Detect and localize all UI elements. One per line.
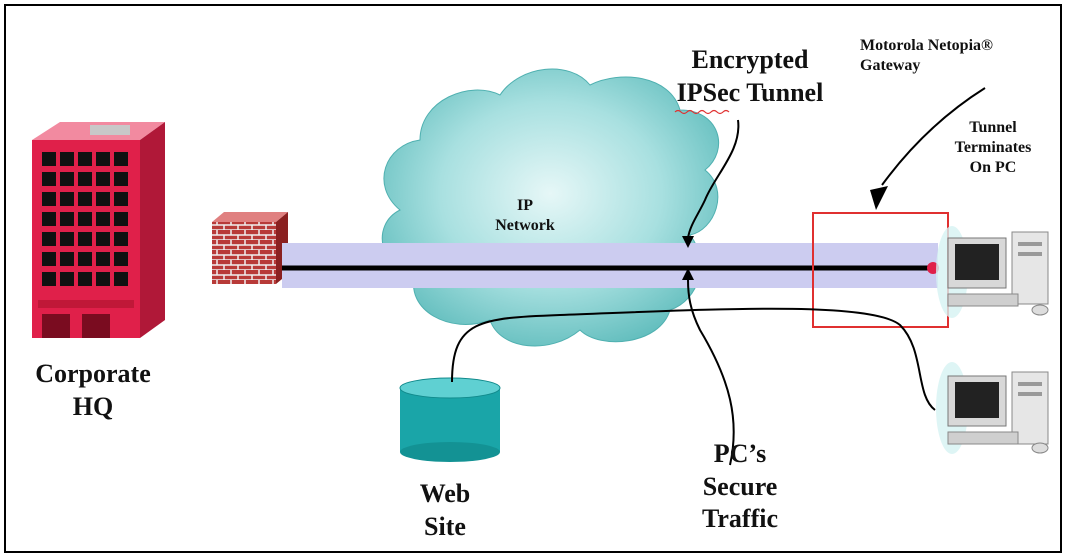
corporate-building-icon <box>32 122 165 338</box>
firewall-icon <box>212 212 288 284</box>
web-site-label: Web Site <box>419 479 471 541</box>
encrypted-tunnel-label: Encrypted IPSec Tunnel <box>676 45 824 107</box>
web-site-database-icon <box>399 377 501 462</box>
pc-icon-1 <box>936 226 1049 318</box>
tunnel-endpoint <box>927 262 939 274</box>
connection-lines <box>451 87 986 466</box>
pc-icon-2 <box>936 362 1049 454</box>
spellcheck-squiggle <box>674 109 730 115</box>
tunnel-terminates-label: Tunnel Terminates On PC <box>954 119 1032 176</box>
ip-network-label: IP Network <box>495 197 555 234</box>
secure-traffic-label: PC’s Secure Traffic <box>701 439 779 533</box>
corporate-hq-label: Corporate HQ <box>35 359 151 421</box>
gateway-label: Motorola Netopia® Gateway <box>860 37 993 74</box>
diagram-frame <box>4 4 1062 553</box>
arrowheads <box>682 186 888 280</box>
